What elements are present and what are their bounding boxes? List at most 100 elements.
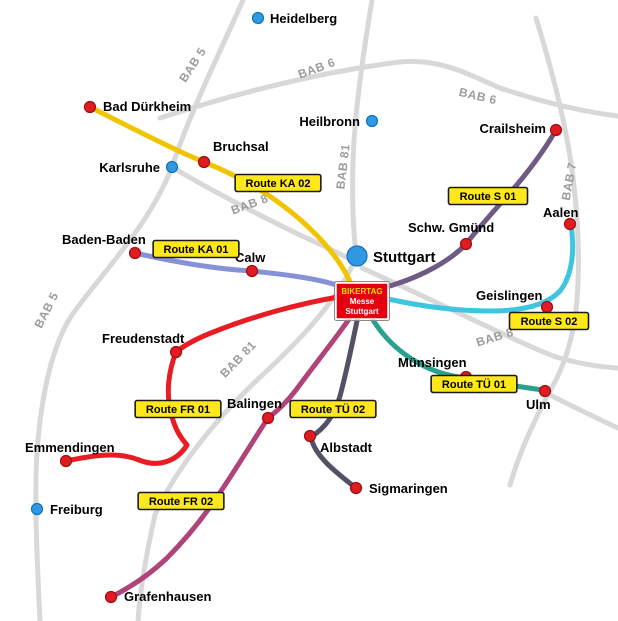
city-label-bad-durkheim: Bad Dürkheim <box>103 99 191 114</box>
route-label-text-route-fr-02: Route FR 02 <box>149 496 213 508</box>
road-road-southeast-of-ulm <box>545 391 618 431</box>
city-label-albstadt: Albstadt <box>320 440 373 455</box>
city-label-aalen: Aalen <box>543 205 578 220</box>
route-label-text-route-ka-01: Route KA 01 <box>164 244 229 256</box>
city-dot-heilbronn[interactable] <box>365 114 379 128</box>
route-label-text-route-tu-01: Route TÜ 01 <box>442 378 506 391</box>
city-dot-calw[interactable] <box>245 264 259 278</box>
road-bab-8-west <box>169 164 359 266</box>
city-dot-balingen[interactable] <box>261 411 275 425</box>
city-dot-ulm[interactable] <box>538 384 552 398</box>
city-dot-grafenhausen[interactable] <box>104 590 118 604</box>
route-label-box-route-fr-02[interactable] <box>137 491 225 511</box>
route-label-route-ka-01[interactable]: Route KA 01 <box>152 239 240 259</box>
city-freudenstadt: Freudenstadt <box>102 331 185 359</box>
city-dot-baden-baden[interactable] <box>128 246 142 260</box>
event-box-line-3: Stuttgart <box>345 307 379 316</box>
autobahn-label-bab-81-4: BAB 81 <box>333 143 352 190</box>
city-sigmaringen: Sigmaringen <box>349 481 448 496</box>
route-tu-02-line <box>308 313 361 491</box>
city-label-stuttgart: Stuttgart <box>373 249 436 266</box>
route-label-box-route-s-01[interactable] <box>447 186 529 206</box>
city-schw-gmund: Schw. Gmünd <box>408 220 494 251</box>
city-label-grafenhausen: Grafenhausen <box>124 589 211 604</box>
city-dot-geislingen[interactable] <box>540 300 554 314</box>
city-label-freudenstadt: Freudenstadt <box>102 331 185 346</box>
city-dot-freiburg[interactable] <box>30 502 44 516</box>
city-dot-emmendingen[interactable] <box>59 454 73 468</box>
city-emmendingen: Emmendingen <box>25 440 115 468</box>
city-label-heilbronn: Heilbronn <box>299 114 360 129</box>
city-ulm: Ulm <box>526 384 552 412</box>
city-crailsheim: Crailsheim <box>480 121 563 137</box>
city-label-freiburg: Freiburg <box>50 502 103 517</box>
city-geislingen: Geislingen <box>476 288 554 314</box>
city-bruchsal: Bruchsal <box>197 139 269 169</box>
route-label-route-fr-02[interactable]: Route FR 02 <box>137 491 225 511</box>
city-label-karlsruhe: Karlsruhe <box>99 160 160 175</box>
city-stuttgart: Stuttgart <box>346 245 436 267</box>
city-albstadt: Albstadt <box>303 429 373 455</box>
route-label-route-fr-01[interactable]: Route FR 01 <box>134 399 222 419</box>
city-dot-bruchsal[interactable] <box>197 155 211 169</box>
road-bab-8-east <box>359 265 618 371</box>
event-box-bg[interactable] <box>335 282 389 320</box>
event-box-outline <box>334 281 390 321</box>
road-bab-5 <box>33 0 246 621</box>
city-dot-crailsheim[interactable] <box>549 123 563 137</box>
city-dot-heidelberg[interactable] <box>251 11 265 25</box>
city-dot-albstadt[interactable] <box>303 429 317 443</box>
city-label-geislingen: Geislingen <box>476 288 543 303</box>
route-label-text-route-s-02: Route S 02 <box>521 316 578 328</box>
city-dot-schw-gmund[interactable] <box>459 237 473 251</box>
city-label-calw: Calw <box>235 250 266 265</box>
route-label-route-tu-02[interactable]: Route TÜ 02 <box>289 399 377 419</box>
city-calw: Calw <box>235 250 266 278</box>
city-dot-karlsruhe[interactable] <box>165 160 179 174</box>
route-label-box-route-tu-01[interactable] <box>430 374 518 394</box>
route-label-text-route-tu-02: Route TÜ 02 <box>301 403 365 416</box>
route-label-text-route-s-01: Route S 01 <box>460 191 517 203</box>
route-label-text-route-ka-02: Route KA 02 <box>246 178 311 190</box>
route-label-box-route-fr-01[interactable] <box>134 399 222 419</box>
route-label-box-route-s-02[interactable] <box>508 311 590 331</box>
city-bad-durkheim: Bad Dürkheim <box>83 99 191 114</box>
route-s-02-line <box>385 223 576 314</box>
autobahn-label-bab-7-3: BAB 7 <box>559 161 579 201</box>
route-label-route-s-02[interactable]: Route S 02 <box>508 311 590 331</box>
city-label-crailsheim: Crailsheim <box>480 121 546 136</box>
city-dot-freudenstadt[interactable] <box>169 345 183 359</box>
city-dot-sigmaringen[interactable] <box>349 481 363 495</box>
city-label-baden-baden: Baden-Baden <box>62 232 146 247</box>
city-karlsruhe: Karlsruhe <box>99 160 179 175</box>
city-label-emmendingen: Emmendingen <box>25 440 115 455</box>
route-label-box-route-ka-02[interactable] <box>234 173 322 193</box>
route-label-route-ka-02[interactable]: Route KA 02 <box>234 173 322 193</box>
route-label-box-route-tu-02[interactable] <box>289 399 377 419</box>
route-s-01-line <box>363 127 559 296</box>
route-label-text-route-fr-01: Route FR 01 <box>146 404 210 416</box>
city-balingen: Balingen <box>227 396 282 425</box>
city-label-heidelberg: Heidelberg <box>270 11 337 26</box>
city-freiburg: Freiburg <box>30 502 103 517</box>
city-dot-stuttgart[interactable] <box>346 245 368 267</box>
event-box-line-2: Messe <box>350 297 375 306</box>
autobahn-label-bab-5-0: BAB 5 <box>176 45 209 85</box>
route-label-route-tu-01[interactable]: Route TÜ 01 <box>430 374 518 394</box>
route-label-route-s-01[interactable]: Route S 01 <box>447 186 529 206</box>
road-bab-81-southwest <box>135 259 357 621</box>
city-label-munsingen: Münsingen <box>398 355 467 370</box>
autobahn-label-bab-81-7: BAB 81 <box>217 338 259 381</box>
route-label-box-route-ka-01[interactable] <box>152 239 240 259</box>
city-heilbronn: Heilbronn <box>299 114 379 129</box>
city-dot-bad-durkheim[interactable] <box>83 100 97 114</box>
city-grafenhausen: Grafenhausen <box>104 589 211 604</box>
event-box-line-1: BIKERTAG <box>341 287 382 296</box>
city-label-sigmaringen: Sigmaringen <box>369 481 448 496</box>
route-fr-02-line <box>108 312 355 600</box>
autobahn-label-bab-6-2: BAB 6 <box>458 85 499 107</box>
city-dot-aalen[interactable] <box>563 217 577 231</box>
